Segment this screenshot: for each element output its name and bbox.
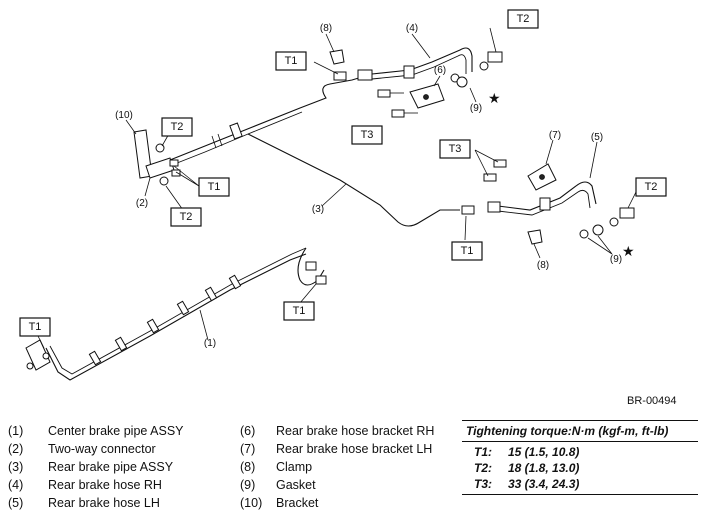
hose-fitting-lh <box>487 201 501 213</box>
callout-t1-left: T1 <box>198 177 230 197</box>
callout-t3-right: T3 <box>439 139 471 159</box>
rear-brake-pipe-parallel <box>171 111 303 166</box>
torque-table: Tightening torque:N·m (kgf-m, ft-lb) T1:… <box>462 418 698 496</box>
label-4: (4) <box>406 23 418 34</box>
center-pipe-top-fitting-a <box>305 261 317 271</box>
star-icon-rh: ★ <box>488 90 501 106</box>
callout-t3-top: T3 <box>351 125 383 145</box>
label-2: (2) <box>136 198 148 209</box>
clamp-bottom <box>527 229 543 245</box>
hose-nut-lh <box>539 197 551 211</box>
svg-text:T2: T2 <box>645 181 658 193</box>
pipe-break-mark <box>211 133 223 149</box>
callout-t1-top: T1 <box>275 51 307 71</box>
callout-t1-mid: T1 <box>451 241 483 261</box>
label-1: (1) <box>204 338 216 349</box>
connector-bolt-bottom <box>159 176 169 186</box>
label-9-bottom: (9) <box>610 254 622 265</box>
callout-t2-right: T2 <box>635 177 667 197</box>
connector-nut-a <box>169 159 179 167</box>
bolt-t3-c <box>493 159 507 168</box>
svg-text:T2: T2 <box>517 13 530 25</box>
callout-t2-left-bottom: T2 <box>170 207 202 227</box>
bolt-t3-b <box>391 109 418 118</box>
rear-brake-hose-lh-line <box>497 189 591 216</box>
pipe-clip-1 <box>229 122 243 140</box>
label-8-top: (8) <box>320 23 332 34</box>
svg-text:T2: T2 <box>171 121 184 133</box>
callout-t1-loop: T1 <box>283 301 315 321</box>
brake-pipe-diagram: ★ ★ T1 T2 T3 T2 T1 T2 T3 T2 T1 T1 <box>19 9 667 381</box>
gasket-lh-2 <box>592 224 604 236</box>
svg-text:T1: T1 <box>461 245 474 257</box>
rear-brake-hose-rh-line <box>371 54 467 80</box>
svg-text:T1: T1 <box>293 305 306 317</box>
svg-text:T1: T1 <box>208 181 221 193</box>
center-pipe-end-bracket <box>25 339 51 371</box>
parts-legend: (1)Center brake pipe ASSY (2)Two-way con… <box>8 424 435 510</box>
torque-bottom-rule <box>462 494 698 495</box>
svg-text:T1: T1 <box>29 321 42 333</box>
label-6: (6) <box>434 65 446 76</box>
gasket-rh-3 <box>479 61 489 71</box>
center-pipe-top-fitting-b <box>315 275 327 285</box>
hose-nut-rh <box>403 65 415 79</box>
label-7: (7) <box>549 130 561 141</box>
union-bolt-lh <box>619 207 635 219</box>
label-3: (3) <box>312 204 324 215</box>
star-icon-lh: ★ <box>622 243 635 259</box>
callout-t1-bottom-left: T1 <box>19 317 51 337</box>
rear-brake-pipe <box>169 73 373 161</box>
center-pipe-end-nut-a <box>26 362 34 370</box>
callout-t2-left-top: T2 <box>161 117 193 137</box>
gasket-lh-3 <box>609 217 619 227</box>
torque-header-rule <box>462 441 698 442</box>
rear-brake-hose-rh <box>371 47 473 75</box>
flare-nut-top <box>333 71 347 81</box>
leaders <box>37 27 640 349</box>
rear-brake-pipe-branch <box>247 133 460 227</box>
gasket-lh-1 <box>579 229 589 239</box>
label-5: (5) <box>591 132 603 143</box>
svg-text:T3: T3 <box>361 129 374 141</box>
connector-nut-b <box>171 169 181 177</box>
flare-nut-mid <box>461 205 475 215</box>
svg-text:T3: T3 <box>449 143 462 155</box>
label-8-bottom: (8) <box>537 260 549 271</box>
union-bolt-rh <box>487 51 503 63</box>
bolt-t3-a <box>377 89 404 98</box>
torque-top-rule <box>462 420 698 421</box>
clamp-top <box>329 49 345 65</box>
center-pipe-clips <box>88 274 242 366</box>
callout-t2-top: T2 <box>507 9 539 29</box>
figure-code: BR-00494 <box>627 395 677 407</box>
bracket-lh-hole <box>539 174 545 180</box>
svg-text:T2: T2 <box>180 211 193 223</box>
label-9-top: (9) <box>470 103 482 114</box>
center-brake-pipe-loop <box>297 247 325 286</box>
torque-header: Tightening torque:N·m (kgf-m, ft-lb) <box>466 424 669 438</box>
center-brake-pipe <box>45 253 307 381</box>
gasket-rh-2 <box>456 76 468 88</box>
label-10: (10) <box>115 110 133 121</box>
bracket-rh-hole <box>423 94 429 100</box>
center-brake-pipe-line <box>49 247 307 375</box>
hose-fitting-rh <box>357 69 373 81</box>
center-pipe-end-nut-b <box>42 352 50 360</box>
bolt-t3-d <box>483 173 497 182</box>
svg-text:T1: T1 <box>285 55 298 67</box>
rear-brake-hose-lh <box>497 181 597 211</box>
